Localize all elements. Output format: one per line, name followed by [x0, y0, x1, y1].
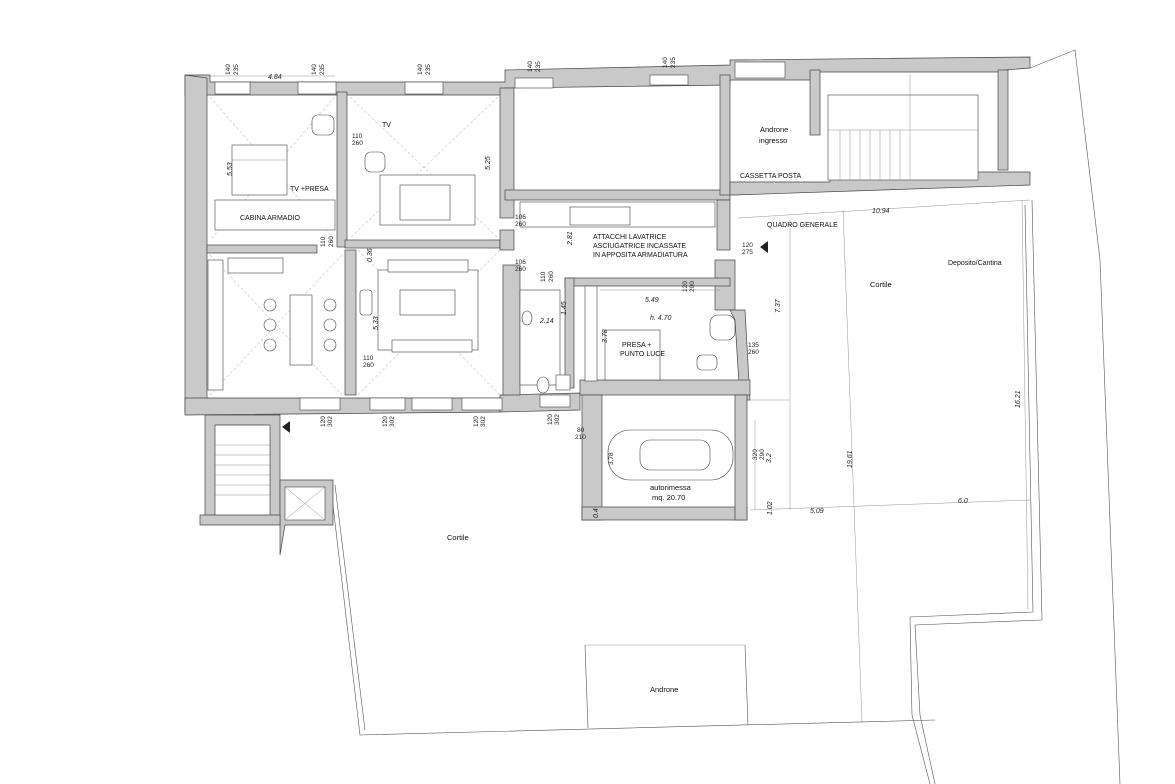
door-110: 110: [352, 133, 363, 140]
win-code-b2: 235: [319, 64, 326, 75]
door-135: 135: [748, 342, 759, 349]
label-tv-presa: TV +PRESA: [290, 186, 329, 193]
label-androne-ingresso-2: ingresso: [759, 136, 787, 145]
door-260d: 260: [515, 266, 526, 273]
windows: [214, 61, 786, 411]
win-302a: 302: [327, 416, 334, 427]
door-110c: 110: [540, 271, 547, 282]
label-attacchi-2: ASCIUGATRICE INCASSATE: [593, 243, 686, 250]
door-260b: 260: [328, 236, 335, 247]
label-deposito: Deposito/Cantina: [948, 260, 1002, 267]
dim-549: 5.49: [645, 297, 659, 304]
label-attacchi-1: ATTACCHI LAVATRICE: [593, 234, 667, 241]
win-code-c2: 235: [425, 64, 432, 75]
label-androne-bottom: Androne: [650, 685, 678, 694]
label-presa-1: PRESA +: [622, 342, 651, 349]
entry-arrow-right-icon: [760, 241, 768, 253]
door-120: 120: [742, 242, 753, 249]
dim-484: 4.84: [268, 74, 282, 81]
dim-60: 6.0: [958, 498, 968, 505]
dim-1094: 10.94: [872, 208, 890, 215]
door-106b: 106: [515, 259, 526, 266]
door-210: 210: [575, 434, 586, 441]
win-302d: 302: [554, 414, 561, 425]
win-code-a1: 140: [225, 64, 232, 75]
dim-145: 1.45: [561, 301, 568, 315]
door-260: 260: [352, 140, 363, 147]
dim-036: 0.36: [367, 248, 374, 262]
win-code-c1: 140: [417, 64, 424, 75]
win-code-e2: 235: [670, 57, 677, 68]
door-290: 290: [759, 449, 766, 460]
win-code-b1: 140: [311, 64, 318, 75]
door-260c: 260: [515, 221, 526, 228]
door-320: 320: [752, 449, 759, 460]
win-code-a2: 235: [233, 64, 240, 75]
site-outline: [329, 49, 1121, 784]
door-260e: 260: [548, 271, 555, 282]
dim-281: 2.81: [567, 231, 574, 246]
furniture: [207, 75, 979, 521]
label-cortile-right: Cortile: [870, 280, 892, 289]
dim-525: 5.25: [485, 156, 492, 170]
win-302c: 302: [480, 416, 487, 427]
door-80: 80: [577, 427, 585, 434]
door-106a: 106: [515, 214, 526, 221]
label-attacchi-3: IN APPOSITA ARMADIATURA: [593, 252, 688, 259]
label-autorimessa: autorimessa: [650, 483, 692, 492]
dimension-lines: [210, 75, 1031, 723]
dim-04: 0.4: [593, 508, 600, 518]
label-cabina-armadio: CABINA ARMADIO: [240, 215, 300, 222]
dim-32: 3.2: [766, 453, 773, 463]
door-110b: 110: [320, 236, 327, 247]
dim-1621: 16.21: [1015, 390, 1022, 408]
win-code-e1: 140: [662, 57, 669, 68]
win-120b: 120: [382, 416, 389, 427]
dim-533: 5.33: [373, 316, 380, 330]
label-height: h. 4.70: [650, 315, 672, 322]
dimension-labels: 4.84 5.53 5.25 0.36 5.33 2.81 5.49 2.14 …: [225, 57, 1022, 518]
win-302b: 302: [389, 416, 396, 427]
label-presa-2: PUNTO LUCE: [620, 351, 665, 358]
label-androne-ingresso-1: Androne: [760, 125, 788, 134]
dim-509: 5.09: [810, 508, 824, 515]
label-cortile-bottom: Cortile: [447, 533, 469, 542]
win-120a: 120: [320, 416, 327, 427]
door-260f: 260: [748, 349, 759, 356]
dim-737: 7.37: [775, 298, 782, 313]
entry-arrow-left-icon: [282, 421, 290, 433]
win-120c: 120: [473, 416, 480, 427]
door-260g: 260: [363, 362, 374, 369]
label-tv: TV: [382, 122, 391, 129]
dim-378a: 3.78: [602, 329, 609, 343]
entry-arrows: [282, 241, 768, 433]
label-cassetta-posta: CASSETTA POSTA: [740, 173, 802, 180]
dim-102: 1.02: [767, 501, 774, 515]
dim-214: 2.14: [539, 318, 554, 325]
room-labels: CABINA ARMADIO TV +PRESA TV Androne ingr…: [240, 122, 1002, 694]
label-autorimessa-area: mq. 20.70: [652, 493, 685, 502]
door-275: 275: [742, 249, 753, 256]
dim-1961: 19.61: [847, 450, 854, 468]
door-110d: 110: [363, 355, 374, 362]
win-code-d1: 140: [527, 61, 534, 72]
label-quadro-generale: QUADRO GENERALE: [767, 222, 838, 229]
door-120b: 120: [682, 281, 689, 292]
win-code-d2: 235: [535, 61, 542, 72]
door-200: 200: [689, 281, 696, 292]
dim-553: 5.53: [227, 162, 234, 176]
dim-378b: 3.78: [608, 452, 615, 465]
win-120d: 120: [547, 414, 554, 425]
